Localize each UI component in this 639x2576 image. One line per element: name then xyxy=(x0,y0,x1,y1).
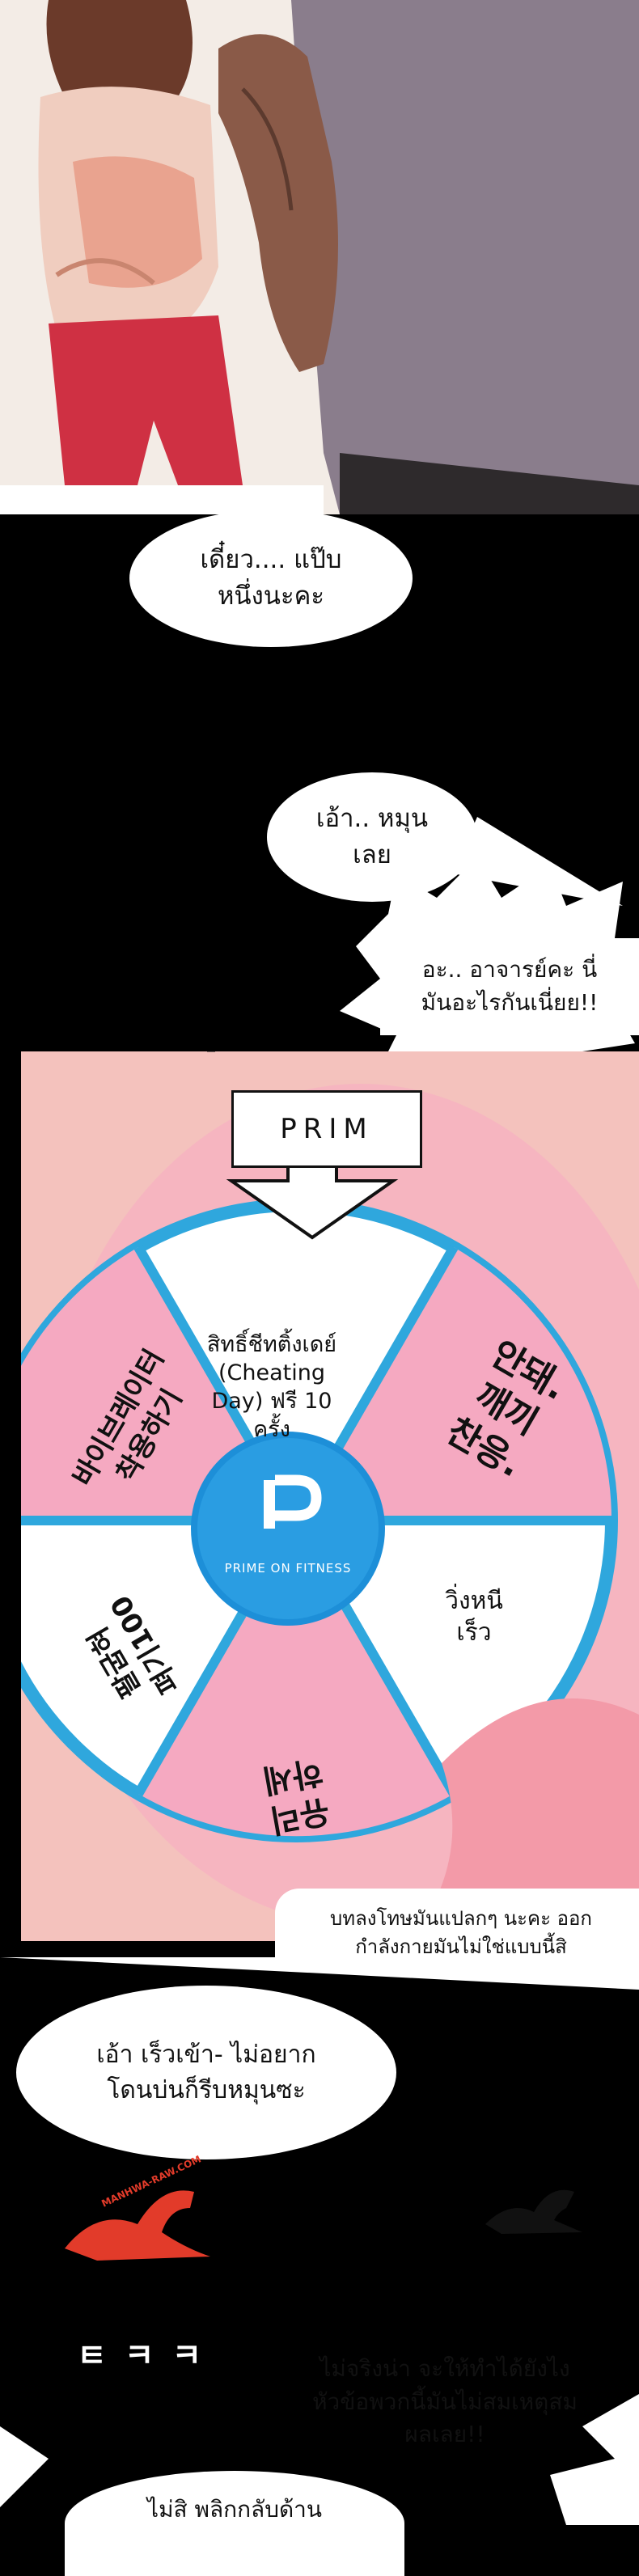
speech-bubble-hurry: เอ้า เร็วเข้า- ไม่อยาก โดนบ่นก็รีบหมุนซะ xyxy=(16,1986,396,2159)
illustration-woman-and-man xyxy=(0,0,639,514)
faint-watermark-icon xyxy=(477,2176,599,2240)
panel-illustration xyxy=(0,0,639,514)
panel-spin-wheel: PRIM สิทธิ์ชีทติ้งเดย์ (Cheating Day) ฟร… xyxy=(21,1051,639,1941)
wheel-sign: PRIM xyxy=(231,1090,422,1168)
watermark-logo: MANHWA-RAW.COM xyxy=(49,2153,226,2273)
speech-bubble-flip: ไม่สิ พลิกกลับด้าน xyxy=(65,2471,404,2576)
wheel-segment-run: วิ่งหนี เร็ว xyxy=(445,1587,503,1647)
speech-bubble-what: อะ.. อาจารย์คะ นี่ มันอะไรกันเนี่ยย!! xyxy=(380,938,639,1035)
caption-punishment: บทลงโทษมันแปลกๆ นะคะ ออก กำลังกายมันไม่ใ… xyxy=(330,1907,592,1958)
wheel-segment-cheat-day: สิทธิ์ชีทติ้งเดย์ (Cheating Day) ฟรี 10 … xyxy=(206,1332,337,1443)
speech-bubble-wait: เดี๋ยว.... แป๊บ หนึ่งนะคะ xyxy=(129,510,413,647)
bubble-tail-spin xyxy=(453,817,623,906)
watermark-figure-icon xyxy=(65,2190,210,2261)
wheel-center-label: PRIME ON FITNESS xyxy=(224,1561,352,1576)
spin-wheel-graphic xyxy=(21,1051,639,1941)
sfx-laugh: ㅌ ㅋ ㅋ xyxy=(77,2337,205,2375)
speech-bubble-unreasonable: ไม่จริงน่า จะให้ทำได้ยังไง หัวข้อพวกนี้ม… xyxy=(312,2355,578,2448)
speech-bubble-spin: เอ้า.. หมุน เลย xyxy=(267,772,477,902)
